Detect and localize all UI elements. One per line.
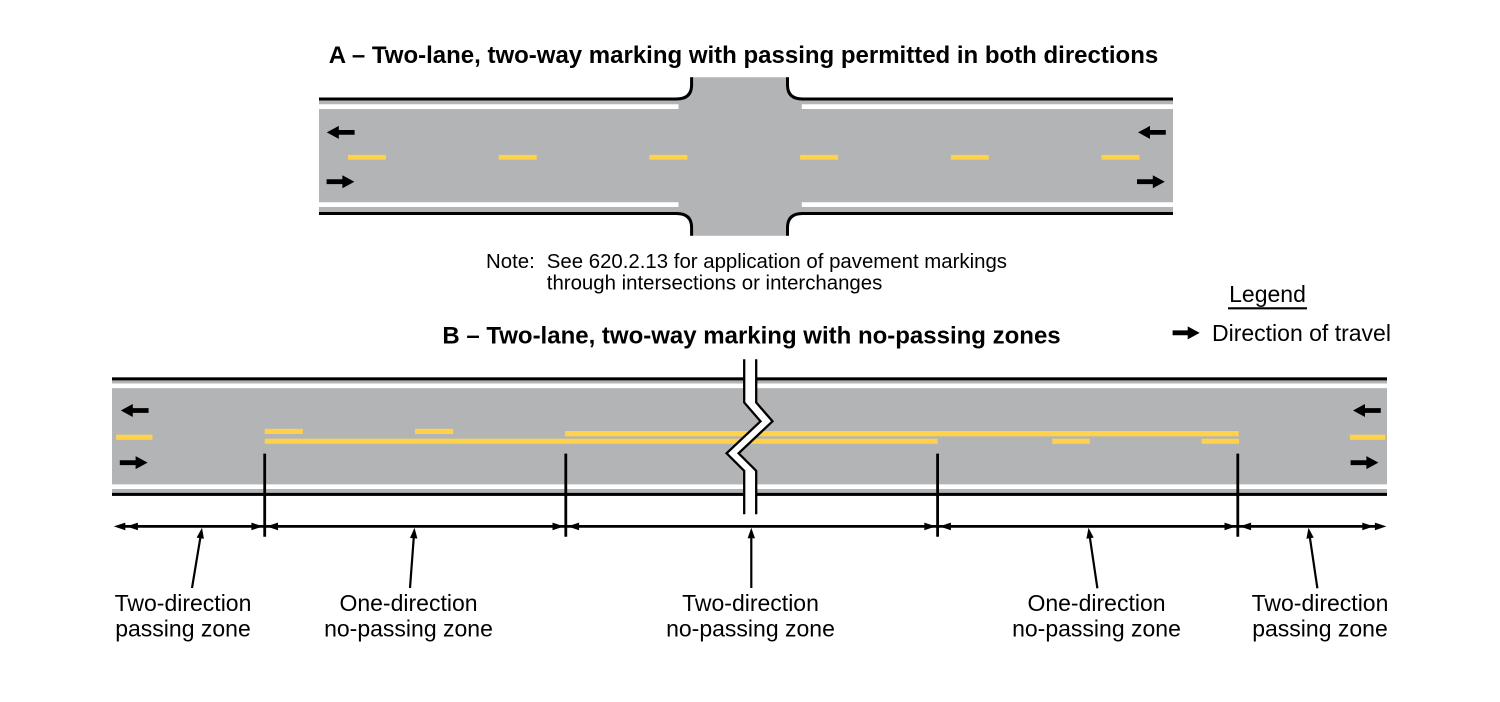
svg-text:Two-direction: Two-direction (682, 590, 819, 616)
svg-text:B – Two-lane, two-way marking: B – Two-lane, two-way marking with no-pa… (442, 323, 1060, 350)
svg-text:A – Two-lane, two-way marking: A – Two-lane, two-way marking with passi… (329, 42, 1158, 69)
svg-text:passing zone: passing zone (115, 616, 251, 642)
svg-text:One-direction: One-direction (339, 590, 477, 616)
svg-text:no-passing zone: no-passing zone (324, 616, 493, 642)
svg-text:See 620.2.13 for application o: See 620.2.13 for application of pavement… (547, 251, 1007, 273)
svg-text:passing zone: passing zone (1252, 616, 1388, 642)
svg-text:Note:: Note: (486, 251, 535, 273)
svg-text:Two-direction: Two-direction (1252, 590, 1389, 616)
svg-text:Legend: Legend (1229, 281, 1306, 307)
svg-text:Two-direction: Two-direction (115, 590, 252, 616)
svg-text:no-passing zone: no-passing zone (666, 616, 835, 642)
svg-text:One-direction: One-direction (1027, 590, 1165, 616)
svg-text:Direction of travel: Direction of travel (1212, 320, 1391, 346)
svg-text:no-passing zone: no-passing zone (1012, 616, 1181, 642)
svg-text:through intersections or inter: through intersections or interchanges (547, 272, 883, 294)
